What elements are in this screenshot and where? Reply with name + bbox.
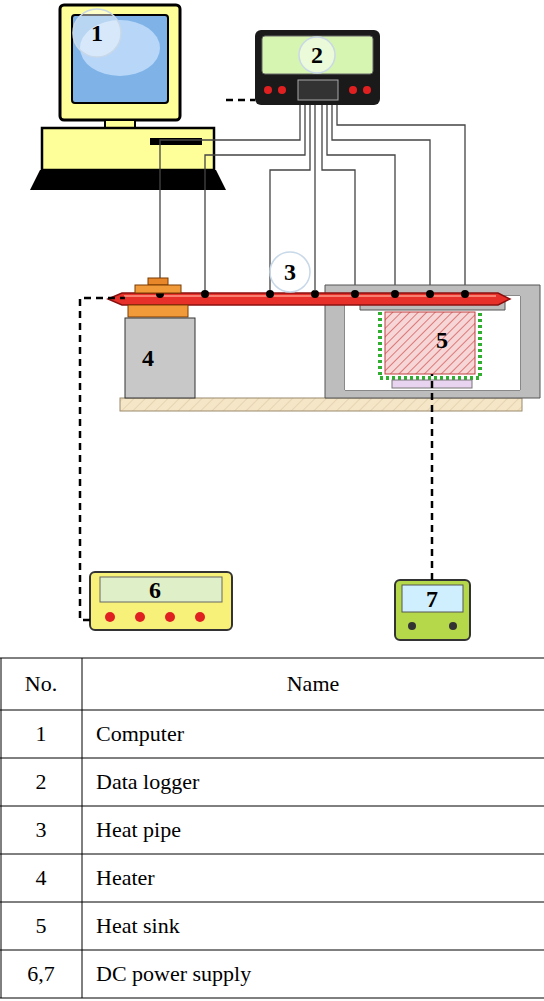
supply-terminal — [195, 612, 205, 622]
heater-clamp — [128, 305, 188, 317]
thermocouple-wire — [205, 105, 305, 291]
supply-display — [100, 577, 222, 602]
callout-number: 7 — [426, 587, 438, 611]
table-number: 3 — [36, 819, 47, 841]
base-plate — [120, 398, 522, 411]
thermocouple-wire — [337, 105, 465, 291]
dashed-cable — [226, 99, 255, 102]
heater-block — [125, 318, 195, 398]
junction-dot — [461, 290, 469, 298]
thermocouple-wires — [160, 105, 465, 291]
callout-number: 3 — [284, 260, 296, 284]
supply-terminal — [135, 612, 145, 622]
logger-display — [262, 36, 373, 74]
supply-terminal — [105, 612, 115, 622]
magnifier-lens — [270, 252, 310, 292]
heater-clamp — [148, 278, 168, 285]
logger-knob — [264, 86, 272, 94]
heat-pipe: 3 — [118, 291, 502, 305]
pipe-highlight — [124, 295, 496, 297]
junction-dot — [201, 290, 209, 298]
table-number: No. — [25, 673, 57, 695]
keyboard-base — [30, 170, 226, 190]
thermocouple-junctions — [156, 290, 469, 298]
table-name: Heater — [96, 867, 155, 889]
heater: 4 — [125, 278, 195, 398]
drive-slot — [150, 138, 202, 145]
data-logger: 2 — [255, 30, 380, 105]
magnifier-lens — [299, 37, 335, 73]
junction-dot — [311, 290, 319, 298]
table-name: Heat sink — [96, 915, 180, 937]
table-name: Heat pipe — [96, 819, 181, 841]
power-supply-case — [395, 580, 470, 640]
table-number: 2 — [36, 771, 47, 793]
table-header: Name — [287, 673, 340, 695]
computer: 1 — [30, 5, 226, 190]
logger-body — [255, 30, 380, 105]
supply-display — [402, 585, 463, 612]
logger-knob — [363, 86, 371, 94]
junction-dot — [391, 290, 399, 298]
thermocouple-wire — [270, 105, 310, 291]
heater-clamp — [135, 285, 181, 293]
thermocouple-wire — [314, 105, 315, 291]
thermocouple-wire — [332, 105, 430, 291]
table-name: DC power supply — [96, 963, 251, 985]
thermocouple-wire — [327, 105, 395, 291]
callout-number: 2 — [311, 43, 323, 67]
callout-number: 1 — [91, 21, 103, 45]
table-rule — [82, 658, 83, 998]
power-supply-case — [90, 572, 232, 630]
logger-terminal-block — [298, 80, 338, 100]
dashed-cable — [431, 374, 434, 580]
junction-dot — [426, 290, 434, 298]
heat-sink-block — [385, 312, 475, 374]
power-supply: 7 — [395, 580, 470, 640]
computer-case — [42, 128, 214, 170]
callout-number: 5 — [436, 328, 448, 352]
table-number: 6,7 — [27, 963, 55, 985]
table-name: Data logger — [96, 771, 199, 793]
power-supply: 6 — [90, 572, 232, 630]
cooling-frame — [380, 312, 480, 378]
logger-knob — [349, 86, 357, 94]
heat-pipe-body — [108, 293, 510, 305]
table-rule — [1, 658, 2, 998]
supply-terminal — [165, 612, 175, 622]
table-number: 4 — [36, 867, 47, 889]
table-grid — [0, 658, 544, 998]
supply-terminal — [408, 622, 416, 630]
table-number: 5 — [36, 915, 47, 937]
logger-knob — [278, 86, 286, 94]
dashed-cable — [80, 298, 125, 620]
table-number: 1 — [36, 723, 47, 745]
monitor-case — [60, 5, 180, 120]
supply-terminal — [449, 622, 457, 630]
callout-number: 4 — [142, 346, 154, 370]
magnifier-lens — [73, 9, 121, 57]
table-name: Computer — [96, 723, 184, 745]
heat-sink: 5 — [385, 312, 475, 374]
callout-number: 6 — [149, 578, 161, 602]
junction-dot — [351, 290, 359, 298]
junction-dot — [266, 290, 274, 298]
